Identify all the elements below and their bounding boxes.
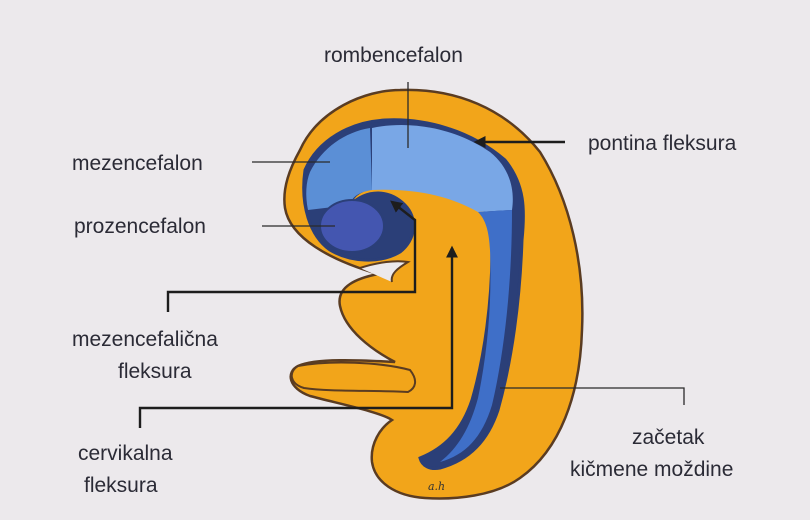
lower-fold bbox=[292, 363, 415, 392]
label-prozencefalon: prozencefalon bbox=[74, 215, 206, 238]
label-rombencefalon: rombencefalon bbox=[324, 44, 463, 67]
label-pontina-fleksura: pontina fleksura bbox=[588, 132, 737, 155]
artist-signature: a.h bbox=[428, 480, 445, 493]
label-cervikalna-line2: fleksura bbox=[84, 474, 158, 497]
label-cervikalna-line1: cervikalna bbox=[78, 442, 173, 465]
label-zacetak-line2: kičmene moždine bbox=[570, 458, 733, 481]
label-mezencefalicna-line1: mezencefalična bbox=[72, 328, 218, 351]
label-zacetak-line1: začetak bbox=[632, 426, 705, 449]
label-mezencefalicna-line2: fleksura bbox=[118, 360, 192, 383]
label-mezencefalon: mezencefalon bbox=[72, 152, 203, 175]
